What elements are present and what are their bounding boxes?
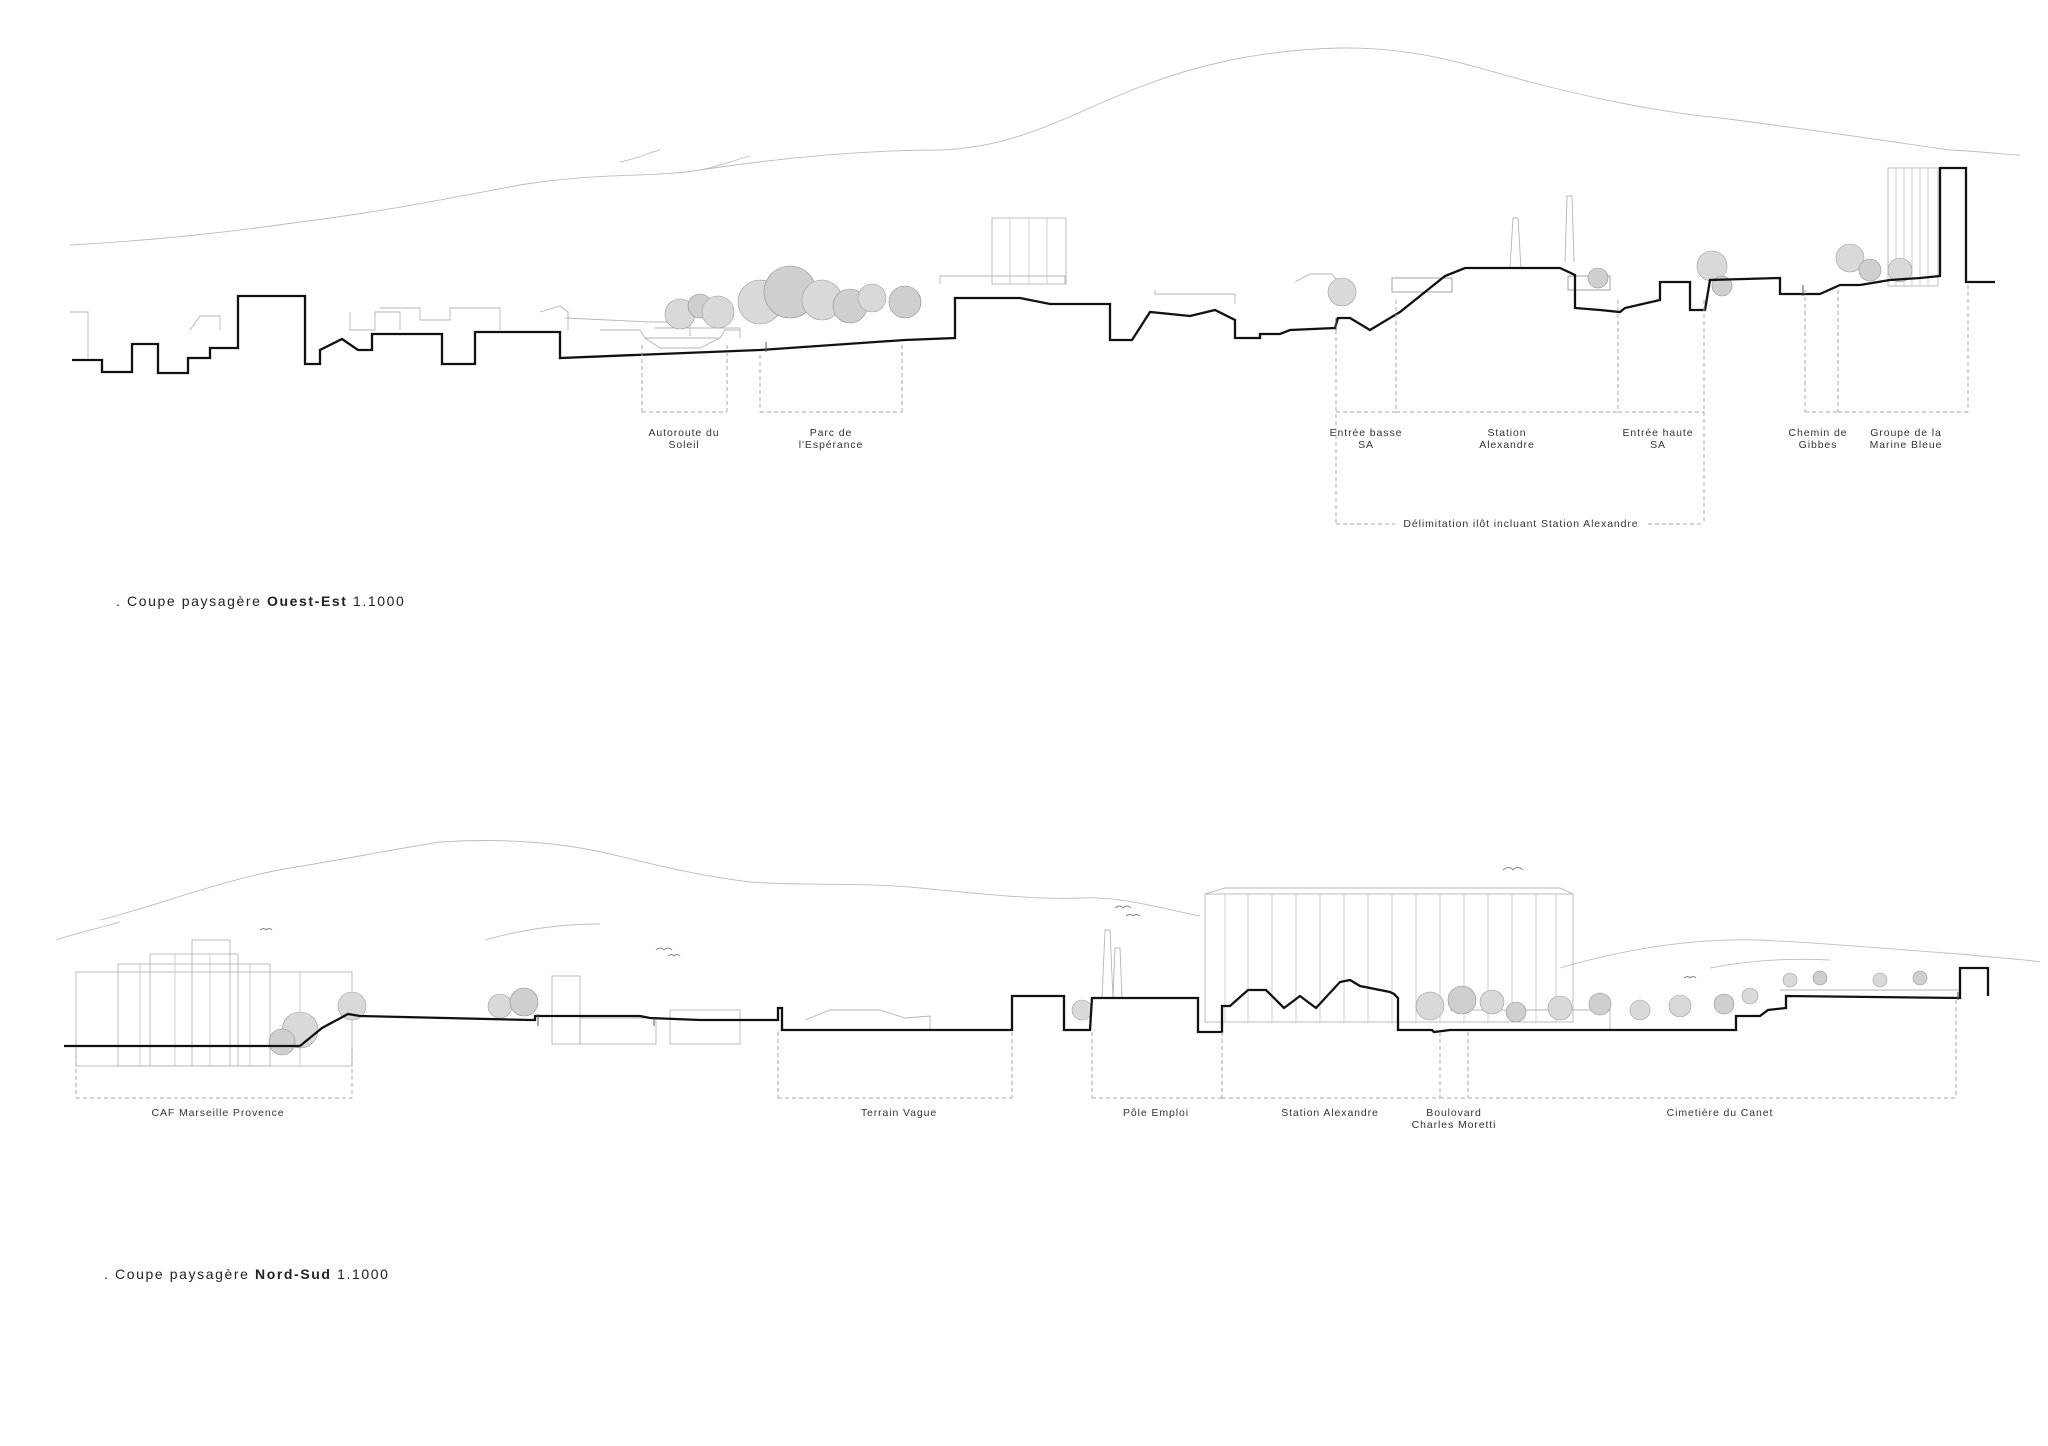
hill-silhouette bbox=[99, 840, 1201, 921]
caption-nord-sud: . Coupe paysagère Nord-Sud 1.1000 bbox=[104, 1266, 390, 1282]
caption-bold: Nord-Sud bbox=[255, 1266, 332, 1282]
section-nord-sud: CAF Marseille Provence Terrain Vague Pôl… bbox=[55, 840, 2041, 1131]
caption-prefix: . Coupe paysagère bbox=[116, 593, 267, 609]
reference-lines bbox=[641, 285, 1969, 525]
caption-suffix: 1.1000 bbox=[347, 593, 406, 609]
label-delimitation: Délimitation ilôt incluant Station Alexa… bbox=[1403, 518, 1638, 530]
hill-right bbox=[484, 923, 2041, 969]
caption-bold: Ouest-Est bbox=[267, 593, 348, 609]
hill-detail bbox=[619, 149, 751, 171]
background-buildings bbox=[75, 887, 1960, 1067]
label-pole-emploi: Pôle Emploi bbox=[1123, 1107, 1189, 1119]
ground-profile bbox=[64, 966, 1990, 1048]
caption-prefix: . Coupe paysagère bbox=[104, 1266, 255, 1282]
label-cimetiere: Cimetière du Canet bbox=[1667, 1107, 1774, 1119]
posts bbox=[537, 992, 1959, 1026]
label-terrain-vague: Terrain Vague bbox=[861, 1107, 937, 1119]
reference-lines bbox=[75, 1000, 1957, 1099]
section-2-labels: CAF Marseille Provence Terrain Vague Pôl… bbox=[151, 1107, 1774, 1131]
trees bbox=[268, 970, 1928, 1056]
birds bbox=[259, 867, 1697, 979]
posts bbox=[765, 285, 1804, 352]
background-buildings bbox=[70, 167, 1939, 358]
ground-profile bbox=[72, 166, 1995, 375]
hill-left bbox=[55, 921, 121, 941]
label-station-alexandre: Station Alexandre bbox=[1281, 1107, 1379, 1119]
caption-suffix: 1.1000 bbox=[331, 1266, 390, 1282]
label-caf: CAF Marseille Provence bbox=[151, 1107, 284, 1119]
caption-ouest-est: . Coupe paysagère Ouest-Est 1.1000 bbox=[116, 593, 405, 609]
trees bbox=[664, 243, 1913, 330]
hill-silhouette bbox=[69, 47, 2021, 246]
